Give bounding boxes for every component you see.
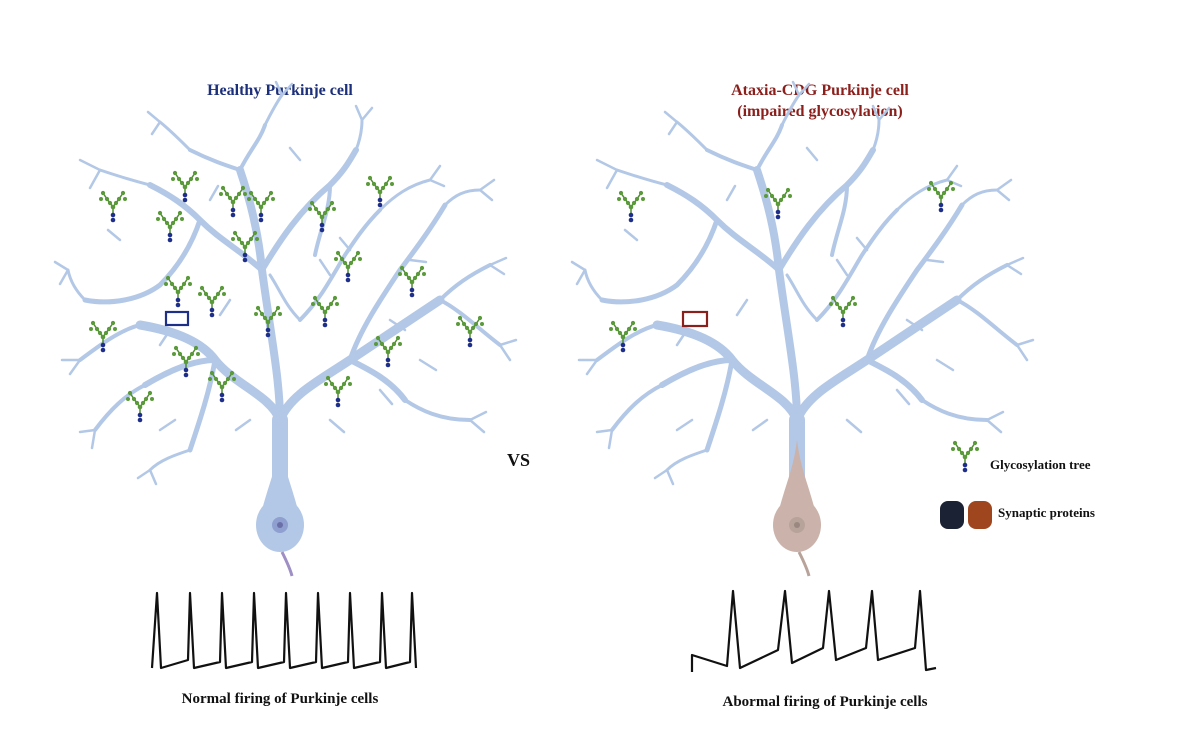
ataxia-axon	[797, 551, 811, 577]
ataxia-cell-title: Ataxia-CDG Purkinje cell (impaired glyco…	[660, 80, 980, 122]
ataxia-title-line1: Ataxia-CDG Purkinje cell	[731, 82, 909, 99]
ataxia-title-line2: (impaired glycosylation)	[737, 103, 903, 120]
abnormal-firing-caption: Abormal firing of Purkinje cells	[722, 694, 928, 710]
synaptic-protein-cylinders-icon	[940, 501, 992, 529]
healthy-purkinje-cell	[53, 80, 518, 577]
ataxia-purkinje-cell	[572, 82, 1033, 577]
abnormal-firing-trace	[690, 589, 937, 672]
healthy-synaptic-protein-highlight	[164, 310, 190, 327]
legend-glycosylation-label: Glycosylation tree	[990, 457, 1091, 472]
versus-label: VS	[507, 450, 531, 470]
ataxia-synaptic-protein-highlight	[681, 310, 709, 328]
normal-firing-trace	[150, 591, 418, 670]
glycosylation-tree-icon	[950, 440, 980, 474]
healthy-axon	[280, 551, 294, 577]
normal-firing-caption: Normal firing of Purkinje cells	[181, 691, 379, 707]
legend-synaptic-label: Synaptic proteins	[998, 505, 1095, 520]
healthy-dendritic-tree	[53, 80, 518, 508]
